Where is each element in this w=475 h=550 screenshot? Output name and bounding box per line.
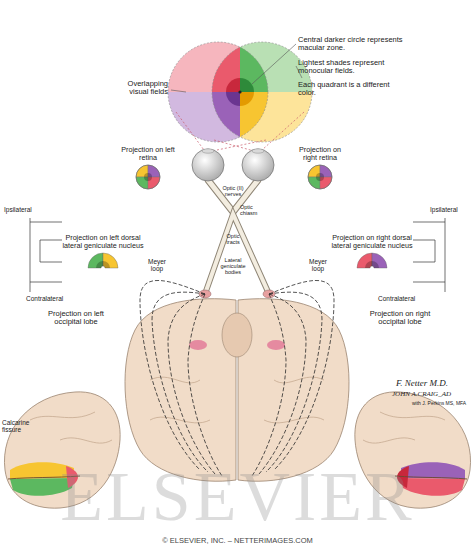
- optic-radiation: [140, 280, 334, 476]
- eyeball: [192, 149, 274, 181]
- projection-label: Projection on right occipital lobe: [360, 310, 440, 327]
- layer-bracket: [413, 222, 445, 223]
- bracket-label: Contralateral: [378, 295, 438, 302]
- right-hemisphere: [363, 412, 445, 443]
- projection-line: [176, 112, 304, 151]
- optic-radiation: [252, 294, 286, 476]
- layer-bracket: [30, 222, 62, 223]
- eyeball: [202, 149, 214, 153]
- leader-line: [252, 44, 296, 84]
- projection-line: [214, 140, 254, 151]
- brain-base: [150, 377, 324, 423]
- note-text: Central darker circle represents macular…: [298, 36, 410, 53]
- visual-field: [166, 92, 240, 144]
- macular-zone: [365, 261, 379, 268]
- geniculate-fan: [357, 253, 387, 268]
- brain-base: [189, 340, 207, 350]
- retina-outline: [136, 165, 160, 189]
- projection-line: [176, 112, 204, 150]
- structure-label: Optic tracts: [221, 233, 245, 245]
- brain-base: [267, 340, 285, 350]
- bracket-label: Ipsilateral: [430, 206, 475, 213]
- layer-bracket: [40, 262, 62, 263]
- signature: JOHN A.CRAIG_AD: [392, 391, 474, 399]
- eyeball: [242, 149, 274, 181]
- visual-field: [166, 40, 240, 92]
- layer-bracket: [413, 262, 435, 263]
- visual-field: [212, 42, 312, 142]
- optic-radiation: [152, 292, 208, 472]
- bracket-label: Contralateral: [26, 295, 86, 302]
- note-text: Each quadrant is a different color.: [298, 81, 398, 98]
- retina-projection: Projection on left retina: [120, 146, 176, 192]
- layer-bracket: [413, 282, 445, 283]
- projection-label: Projection on left occipital lobe: [36, 310, 116, 327]
- node-heading: Projection on right retina: [292, 146, 348, 162]
- visual-field: [240, 92, 254, 106]
- note-text: Lightest shades represent monocular fiel…: [298, 59, 410, 76]
- leader-line: [171, 90, 186, 92]
- geniculate-fan: [88, 253, 118, 268]
- signature: with J. Perkins MS, MFA: [412, 401, 474, 407]
- retina-projection: Projection on right retina: [292, 146, 348, 192]
- optic-radiation: [188, 294, 222, 476]
- optic-radiation: [259, 294, 306, 474]
- bracket-label: Ipsilateral: [4, 206, 54, 213]
- macula: [144, 173, 152, 181]
- lateral-geniculate-body: [199, 290, 275, 298]
- watermark: ELSEVIER: [0, 458, 475, 536]
- structure-label: Meyer loop: [304, 258, 332, 273]
- visual-field: [166, 40, 240, 92]
- node-heading: Projection on left dorsal lateral genicu…: [62, 234, 144, 250]
- retina-disc: [308, 165, 332, 189]
- visual-field: [238, 90, 241, 93]
- geniculate-projection: Projection on right dorsal lateral genic…: [331, 234, 413, 272]
- optic-radiation: [266, 292, 322, 472]
- layer-bracket: [30, 282, 62, 283]
- structure-label: Optic (II) nerves: [216, 185, 250, 197]
- layer-bracket: [40, 240, 62, 241]
- projection-line: [262, 112, 304, 150]
- macular-zone: [96, 261, 110, 268]
- structure-label: Optic chiasm: [240, 204, 270, 216]
- signature: F. Netter M.D.: [396, 378, 471, 388]
- optic-radiation: [168, 294, 215, 474]
- visual-field: [226, 92, 240, 106]
- optic-pathway: [205, 214, 269, 294]
- macula: [316, 173, 324, 181]
- layer-bracket: [30, 218, 31, 292]
- optic-pathway: [205, 180, 269, 294]
- eyeball: [192, 149, 224, 181]
- retina-disc: [136, 165, 160, 189]
- optic-radiation: [140, 280, 205, 470]
- retina-outline: [308, 165, 332, 189]
- structure-label: Meyer loop: [143, 258, 171, 273]
- layer-bracket: [435, 240, 436, 262]
- layer-bracket: [40, 240, 41, 262]
- copyright: © ELSEVIER, INC. – NETTERIMAGES.COM: [0, 537, 475, 545]
- geniculate-projection: Projection on left dorsal lateral genicu…: [62, 234, 144, 272]
- optic-radiation: [269, 280, 334, 470]
- visual-field: [166, 92, 240, 144]
- left-hemisphere: [30, 412, 112, 443]
- field-label: Overlapping visual fields: [110, 80, 168, 97]
- layer-bracket: [445, 218, 446, 292]
- eyeball: [252, 149, 264, 153]
- brain-base: [125, 299, 349, 482]
- layer-bracket: [413, 240, 435, 241]
- layer-bracket: [30, 218, 445, 292]
- structure-label: Calcarine fissure: [2, 419, 46, 434]
- brain-base: [222, 313, 252, 357]
- structure-label: Lateral geniculate bodies: [212, 257, 254, 275]
- node-heading: Projection on right dorsal lateral genic…: [331, 234, 413, 250]
- visual-field: [240, 78, 254, 92]
- node-heading: Projection on left retina: [120, 146, 176, 162]
- visual-field: [168, 42, 268, 142]
- visual-field: [226, 78, 240, 92]
- optic-pathway: [205, 214, 269, 294]
